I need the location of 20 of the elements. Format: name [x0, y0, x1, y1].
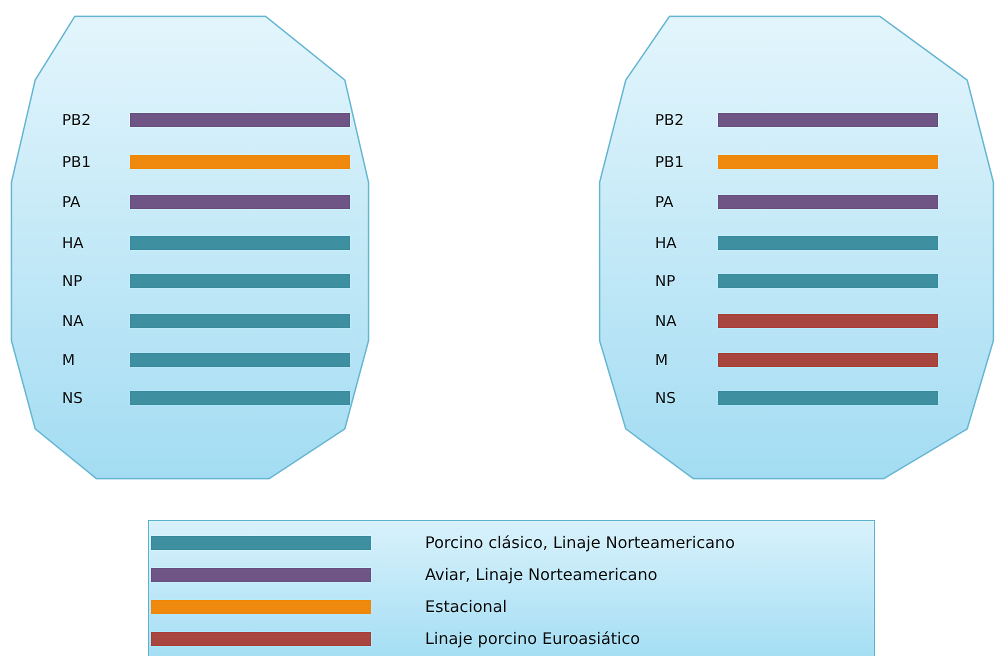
segment-label: M: [655, 350, 668, 370]
legend-label: Linaje porcino Euroasiático: [425, 628, 640, 650]
segment-label: PB1: [655, 152, 684, 172]
segment-label: PB2: [655, 110, 684, 130]
segment-label: HA: [655, 233, 677, 253]
segment-label: PB2: [62, 110, 91, 130]
segment-label: PA: [655, 192, 674, 212]
segment-label: HA: [62, 233, 84, 253]
segment-label: NP: [62, 271, 82, 291]
legend-label: Estacional: [425, 596, 507, 618]
segment-label: PB1: [62, 152, 91, 172]
segment-label: NP: [655, 271, 676, 291]
legend-label: Aviar, Linaje Norteamericano: [425, 564, 658, 586]
legend-label: Porcino clásico, Linaje Norteamericano: [425, 532, 735, 554]
segment-label: M: [62, 350, 75, 370]
segment-label: PA: [62, 192, 80, 212]
segment-label: NA: [655, 311, 676, 331]
segment-label: NS: [655, 388, 676, 408]
segment-label: NS: [62, 388, 83, 408]
segment-label: NA: [62, 311, 84, 331]
